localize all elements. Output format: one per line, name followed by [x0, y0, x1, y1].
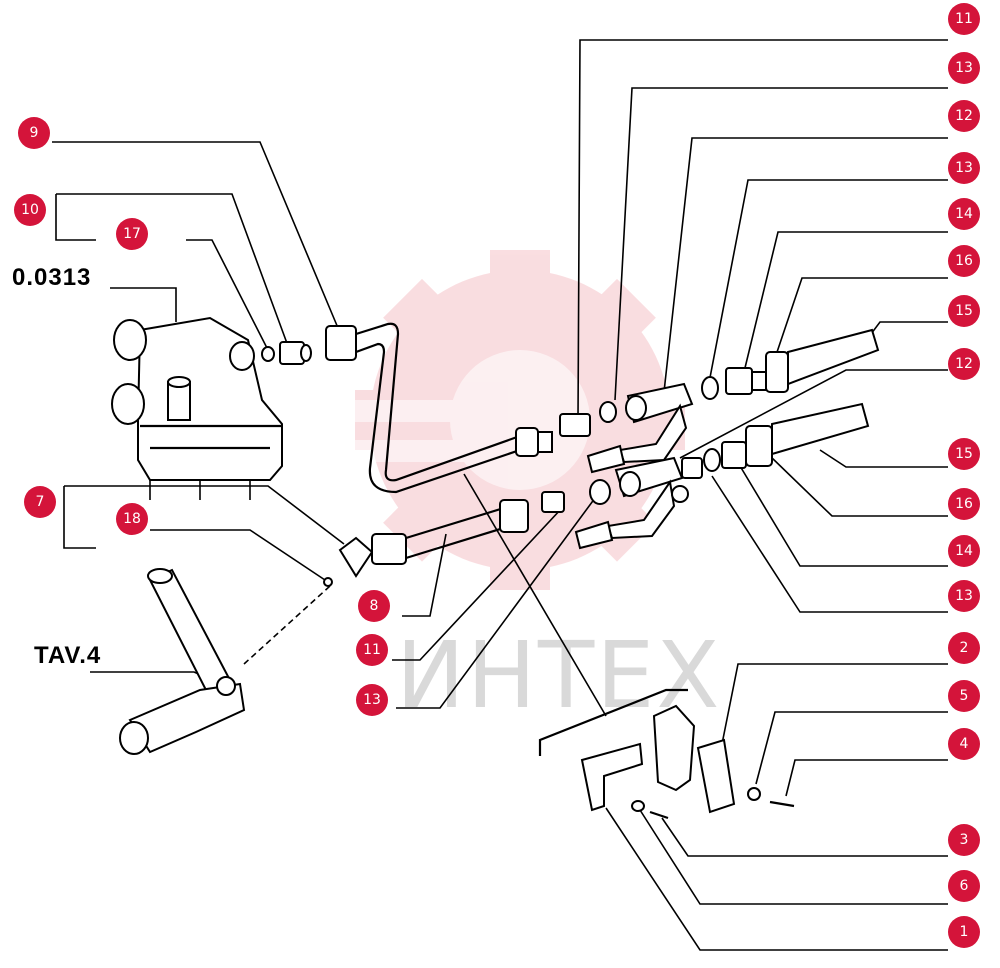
callout-badge: 12	[948, 348, 980, 380]
callout-badge: 16	[948, 488, 980, 520]
callout-badge: 12	[948, 100, 980, 132]
callout-badge: 13	[948, 580, 980, 612]
callout-badge: 14	[948, 198, 980, 230]
callout-badge: 13	[948, 152, 980, 184]
thermostat-housing	[111, 316, 283, 500]
tap-assembly-upper	[559, 328, 880, 474]
leader-lines-right	[577, 39, 948, 951]
callout-badge: 11	[948, 3, 980, 35]
callout-badge: 5	[948, 680, 980, 712]
callout-badge: 14	[948, 535, 980, 567]
callout-badge: 8	[358, 590, 390, 622]
callout-badge: 3	[948, 824, 980, 856]
table-label: TAV.4	[34, 642, 102, 669]
fittings-17-10	[261, 341, 312, 365]
callout-badge: 10	[14, 194, 46, 226]
callout-badge: 15	[948, 295, 980, 327]
lower-pipe-8	[323, 491, 565, 587]
leader-lines-left	[52, 141, 607, 717]
callout-badge: 4	[948, 728, 980, 760]
callout-badge: 7	[24, 486, 56, 518]
callout-badge: 2	[948, 632, 980, 664]
callout-badge: 11	[356, 634, 388, 666]
callout-badge: 9	[18, 117, 50, 149]
callout-badge: 16	[948, 245, 980, 277]
tap-assembly-lower	[574, 402, 870, 550]
mounting-bracket	[538, 688, 795, 820]
callout-badge: 6	[948, 870, 980, 902]
callout-badge: 13	[948, 52, 980, 84]
callout-badge: 13	[356, 684, 388, 716]
callout-badge: 15	[948, 438, 980, 470]
callout-badge: 18	[116, 503, 148, 535]
part-group-label: 0.0313	[12, 264, 92, 291]
callout-badge: 1	[948, 916, 980, 948]
callout-badge: 17	[116, 218, 148, 250]
upper-pipe-9	[325, 322, 553, 494]
hose-elbow	[119, 568, 246, 755]
